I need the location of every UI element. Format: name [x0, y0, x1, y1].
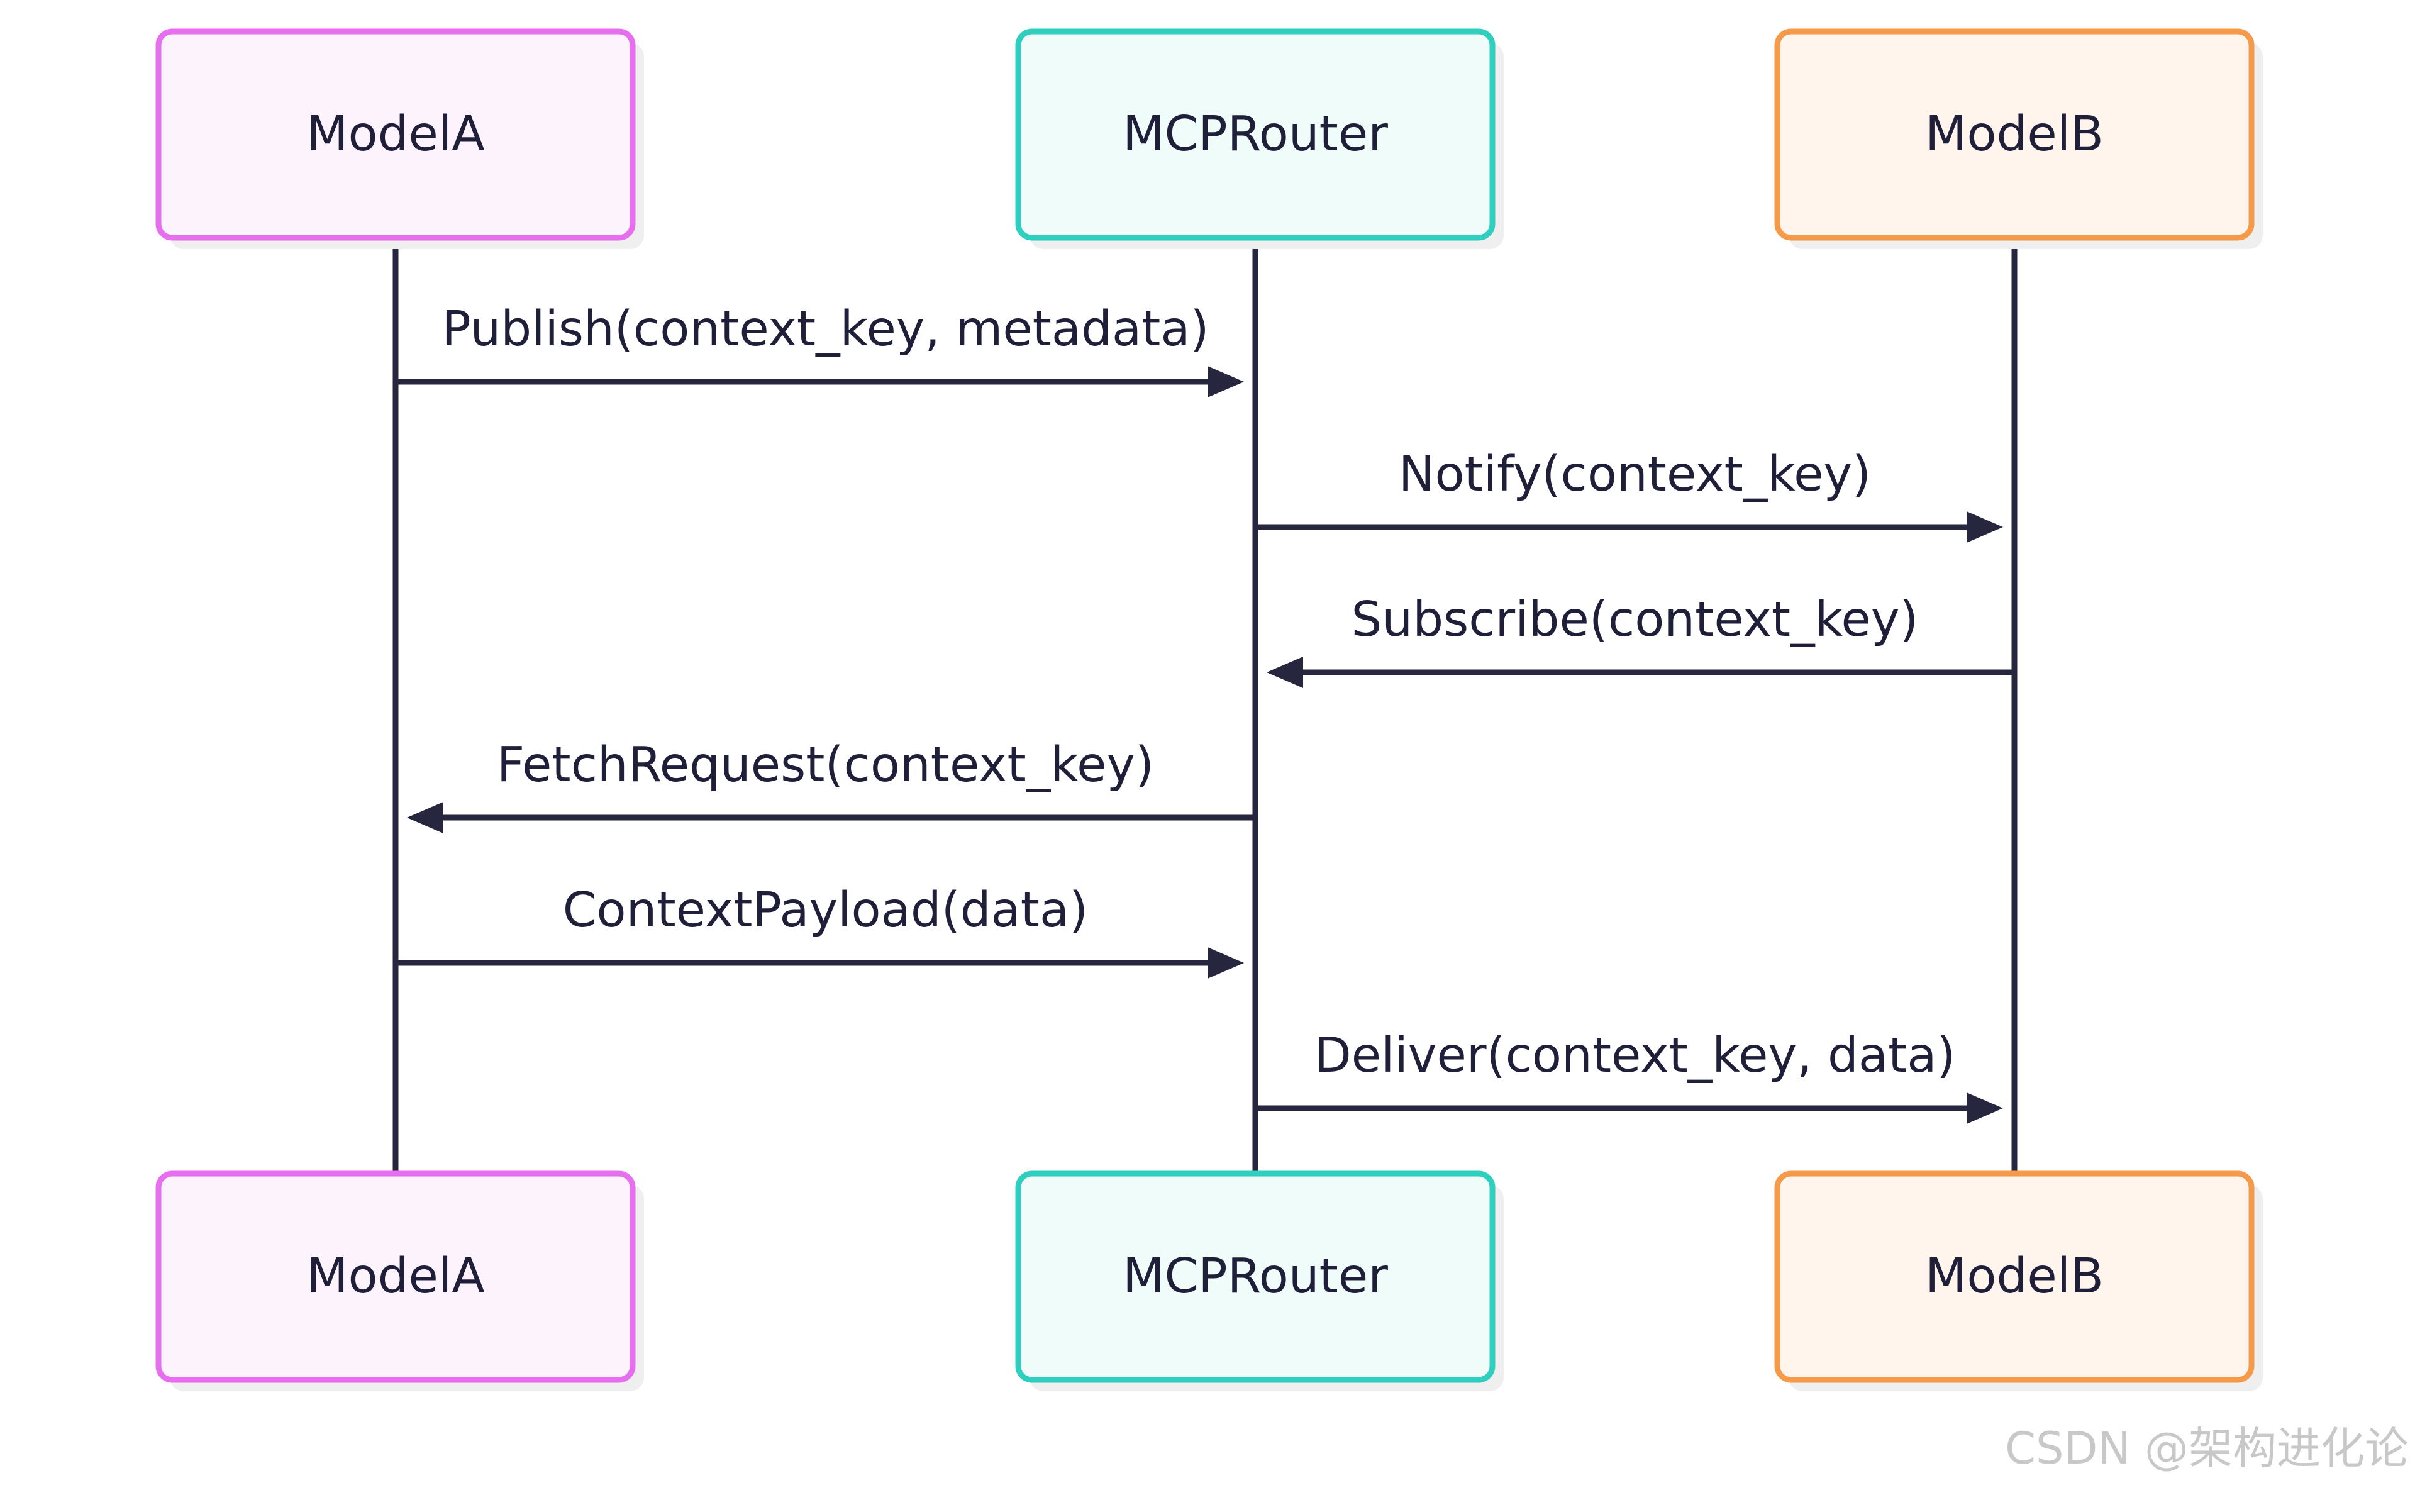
actor-box [1015, 1170, 1496, 1383]
message-label: Deliver(context_key, data) [1314, 1028, 1955, 1084]
actor-top-modela: ModelA [155, 28, 644, 249]
actor-box [155, 1170, 636, 1383]
message-arrowhead [1967, 511, 2003, 543]
actor-box [155, 28, 636, 241]
actor-label: ModelA [306, 106, 485, 162]
message-label: Subscribe(context_key) [1352, 592, 1919, 648]
message-5: ContextPayload(data) [396, 882, 1244, 979]
actor-label: ModelB [1925, 106, 2104, 162]
message-label: Notify(context_key) [1399, 447, 1871, 503]
message-6: Deliver(context_key, data) [1255, 1028, 2003, 1124]
message-2: Notify(context_key) [1255, 447, 2003, 543]
message-label: Publish(context_key, metadata) [441, 301, 1209, 357]
message-arrowhead [407, 802, 443, 833]
actor-label: ModelB [1925, 1248, 2104, 1304]
actor-label: MCPRouter [1123, 1248, 1388, 1304]
actor-bottom-mcprouter: MCPRouter [1015, 1170, 1504, 1391]
actor-box [1015, 28, 1496, 241]
actor-box [1774, 28, 2255, 241]
message-3: Subscribe(context_key) [1267, 592, 2014, 688]
actor-top-mcprouter: MCPRouter [1015, 28, 1504, 249]
message-4: FetchRequest(context_key) [407, 737, 1255, 833]
message-label: ContextPayload(data) [563, 882, 1088, 938]
actor-label: MCPRouter [1123, 106, 1388, 162]
message-arrowhead [1267, 657, 1303, 688]
messages-layer: Publish(context_key, metadata) Notify(con… [396, 301, 2014, 1124]
actor-bottom-modela: ModelA [155, 1170, 644, 1391]
actor-label: ModelA [306, 1248, 485, 1304]
message-arrowhead [1208, 947, 1244, 979]
message-1: Publish(context_key, metadata) [396, 301, 1244, 397]
message-label: FetchRequest(context_key) [497, 737, 1154, 793]
actor-box [1774, 1170, 2255, 1383]
actor-top-modelb: ModelB [1774, 28, 2263, 249]
message-arrowhead [1967, 1092, 2003, 1124]
message-arrowhead [1208, 366, 1244, 397]
lifelines-layer [392, 238, 2018, 1174]
watermark-text: CSDN @架构进化论 [2005, 1423, 2409, 1474]
actor-bottom-modelb: ModelB [1774, 1170, 2263, 1391]
